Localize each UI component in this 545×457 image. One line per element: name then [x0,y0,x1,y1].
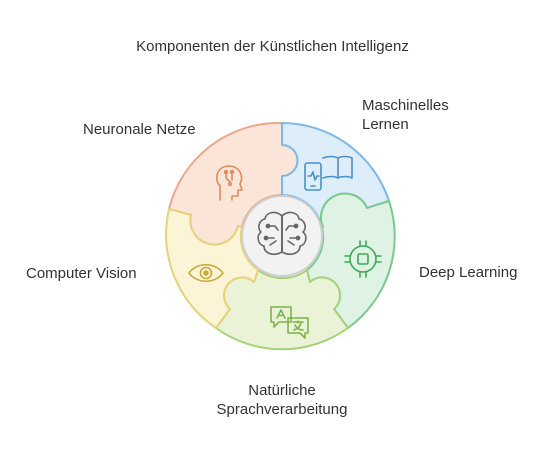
phone-book-icon [304,155,353,191]
label-natuerliche-sprachverarbeitung-line-2: Sprachverarbeitung [216,401,348,418]
segment-natuerliche-sprachverarbeitung[interactable] [215,269,349,351]
label-natuerliche-sprachverarbeitung: Natürliche Sprachverarbeitung [182,381,382,419]
label-neuronale-netze: Neuronale Netze [83,120,196,139]
brain-circuit-icon [257,211,307,255]
label-computer-vision: Computer Vision [26,264,137,283]
label-maschinelles-lernen-line-2: Lernen [362,116,409,133]
segment-computer-vision[interactable] [165,208,259,329]
diagram-title: Komponenten der Künstlichen Intelligenz [136,38,409,55]
label-computer-vision-line-1: Computer Vision [26,265,137,282]
label-deep-learning-line-1: Deep Learning [419,264,518,281]
head-circuit-icon [215,165,243,201]
chip-icon [344,240,382,278]
label-maschinelles-lernen-line-1: Maschinelles [362,97,449,114]
translate-icon [270,306,309,339]
label-deep-learning: Deep Learning [419,263,517,282]
label-neuronale-netze-line-1: Neuronale Netze [83,121,196,138]
eye-icon [188,263,224,283]
label-maschinelles-lernen: Maschinelles Lernen [362,96,449,134]
label-natuerliche-sprachverarbeitung-line-1: Natürliche [248,382,316,399]
